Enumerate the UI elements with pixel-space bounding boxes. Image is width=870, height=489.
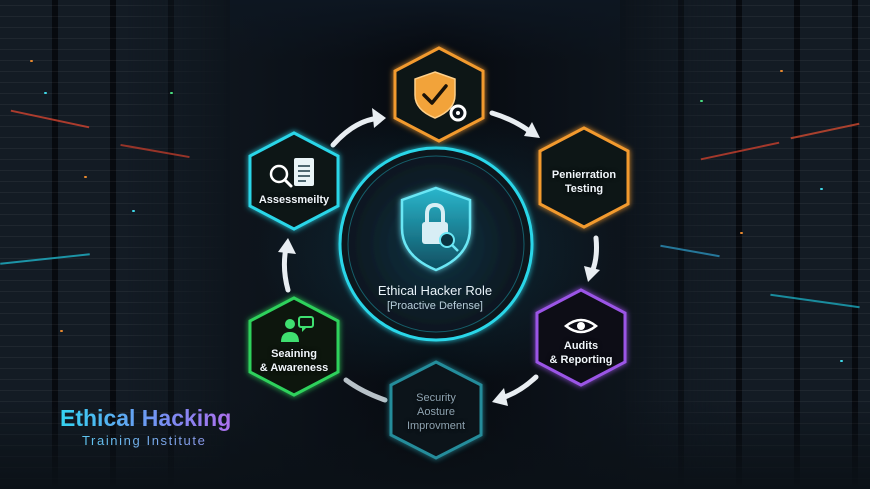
- node-audits-label: Audits & Reporting: [537, 339, 625, 367]
- status-led: [820, 188, 823, 190]
- hub-title: Ethical Hacker Role: [377, 283, 493, 298]
- status-led: [132, 210, 135, 212]
- arrow-top-to-pentest: [489, 110, 535, 136]
- node-training-line2: & Awareness: [259, 362, 329, 374]
- person-chat-icon: [281, 316, 314, 342]
- status-led: [60, 330, 63, 332]
- status-led: [84, 176, 87, 178]
- arrow-training-to-assessment: [281, 245, 291, 293]
- arrow-head: [372, 108, 386, 128]
- shield-lock-icon: [400, 186, 472, 272]
- status-led: [44, 92, 47, 94]
- arrow-pentest-to-audits: [589, 235, 599, 275]
- node-top-hexagon: [393, 46, 485, 143]
- node-posture-line3: Improvment: [406, 420, 466, 432]
- node-audits-line2: & Reporting: [549, 354, 613, 366]
- hub-subtitle: [Proactive Defense]: [387, 300, 483, 312]
- cycle-arrows: [278, 108, 600, 406]
- arrow-posture-to-training: [343, 377, 388, 403]
- corridor-ceiling: [230, 0, 620, 60]
- node-assessment-hexagon: [248, 131, 340, 231]
- node-pentest-label: Penierration Testing: [540, 168, 628, 196]
- node-posture-line2: Aosture: [417, 406, 455, 418]
- status-led: [170, 92, 173, 94]
- central-hub: [338, 146, 534, 342]
- arrow-head: [492, 388, 508, 406]
- node-audits-hexagon: [535, 288, 627, 387]
- node-pentest-hexagon: [538, 126, 630, 229]
- node-assessment-label: Assessmeilty: [258, 194, 330, 206]
- arrow-head: [524, 122, 540, 138]
- node-posture-label: Security Aosture Improvment: [391, 391, 481, 433]
- node-training-hexagon: [248, 296, 340, 397]
- arrow-audits-to-posture: [499, 374, 539, 401]
- shield-check-gear-icon: [414, 71, 467, 122]
- node-training-line1: Seaining: [271, 348, 317, 360]
- status-led: [700, 100, 703, 102]
- node-posture-hexagon: [389, 360, 483, 460]
- arrow-assessment-to-top: [330, 115, 383, 148]
- eye-icon: [563, 318, 599, 334]
- node-pentest-line1: Penierration: [551, 169, 617, 181]
- status-led: [840, 360, 843, 362]
- node-audits-line1: Audits: [563, 340, 599, 352]
- arrow-head: [584, 266, 600, 282]
- arrow-head: [278, 238, 296, 254]
- brand-title: Ethical Hacking: [60, 403, 280, 433]
- status-led: [30, 60, 33, 62]
- status-led: [740, 232, 743, 234]
- magnifier-document-icon: [269, 158, 314, 188]
- node-posture-line1: Security: [416, 392, 456, 404]
- brand-subtitle: Training Institute: [82, 433, 282, 449]
- node-pentest-line2: Testing: [564, 183, 604, 195]
- status-led: [780, 70, 783, 72]
- node-training-label: Seaining & Awareness: [250, 347, 338, 375]
